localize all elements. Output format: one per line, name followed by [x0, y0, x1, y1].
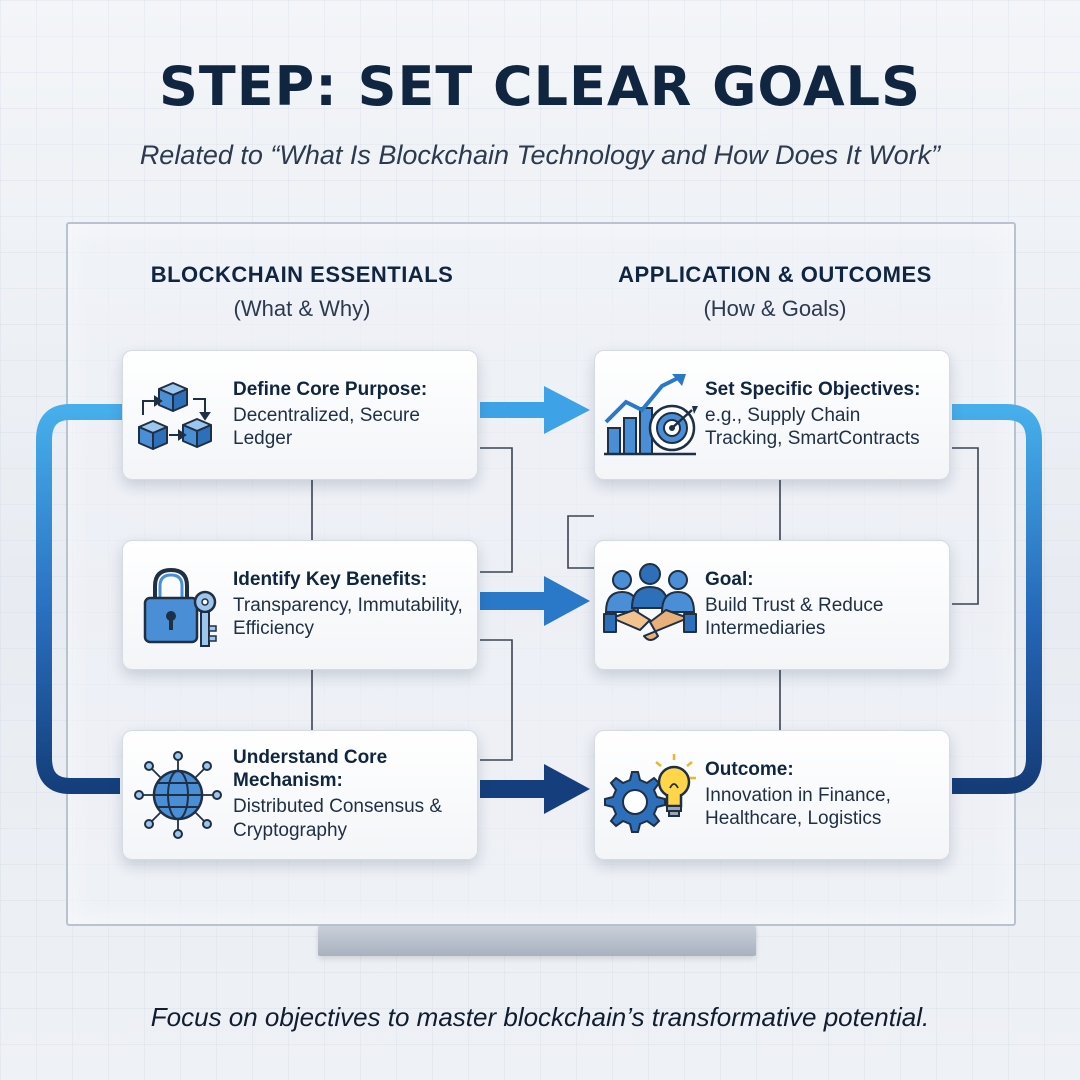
card-body: Distributed Consensus & Cryptography: [233, 796, 443, 841]
gear-bulb-icon: [595, 740, 705, 850]
blocks-icon: [123, 360, 233, 470]
card-title: Define Core Purpose:: [233, 378, 428, 400]
card-title: Set Specific Objectives:: [705, 378, 921, 400]
card-goal: Goal: Build Trust & Reduce Intermediarie…: [594, 540, 950, 670]
panel-stand: [318, 926, 756, 956]
handshake-team-icon: [595, 550, 705, 660]
right-heading-title: APPLICATION & OUTCOMES: [618, 262, 932, 287]
card-title: Outcome:: [705, 758, 794, 780]
card-body: Innovation in Finance, Healthcare, Logis…: [705, 784, 891, 830]
card-title: Understand Core Mechanism:: [233, 747, 388, 792]
page-subtitle: Related to “What Is Blockchain Technolog…: [139, 140, 941, 170]
card-identify-key-benefits: Identify Key Benefits: Transparency, Imm…: [122, 540, 478, 670]
loop-arrow-left: [36, 404, 122, 794]
right-column-heading: APPLICATION & OUTCOMES (How & Goals): [565, 262, 985, 322]
card-body: Transparency, Immutability, Efficiency: [233, 594, 463, 640]
network-globe-icon: [123, 740, 233, 850]
card-body: Decentralized, Secure Ledger: [233, 404, 420, 450]
left-heading-subtitle: (What & Why): [233, 296, 371, 321]
right-heading-subtitle: (How & Goals): [703, 296, 847, 321]
loop-arrow-right: [952, 404, 1042, 794]
card-set-specific-objectives: Set Specific Objectives: e.g., Supply Ch…: [594, 350, 950, 480]
left-heading-title: BLOCKCHAIN ESSENTIALS: [150, 262, 454, 287]
lock-key-icon: [123, 550, 233, 660]
footer-caption: Focus on objectives to master blockchain…: [150, 1002, 930, 1032]
card-understand-core-mechanism: Understand Core Mechanism: Distributed C…: [122, 730, 478, 860]
arrow-row-1: [480, 386, 590, 434]
arrow-row-2: [480, 576, 590, 626]
card-define-core-purpose: Define Core Purpose: Decentralized, Secu…: [122, 350, 478, 480]
card-body: e.g., Supply Chain Tracking, SmartContra…: [705, 404, 920, 450]
chart-target-icon: [595, 360, 705, 470]
left-column-heading: BLOCKCHAIN ESSENTIALS (What & Why): [92, 262, 512, 322]
card-title: Identify Key Benefits:: [233, 568, 428, 590]
page-title: STEP: SET CLEAR GOALS: [159, 55, 921, 118]
card-outcome: Outcome: Innovation in Finance, Healthca…: [594, 730, 950, 860]
card-body: Build Trust & Reduce Intermediaries: [705, 594, 884, 640]
card-title: Goal:: [705, 568, 754, 590]
arrow-row-3: [480, 764, 590, 814]
